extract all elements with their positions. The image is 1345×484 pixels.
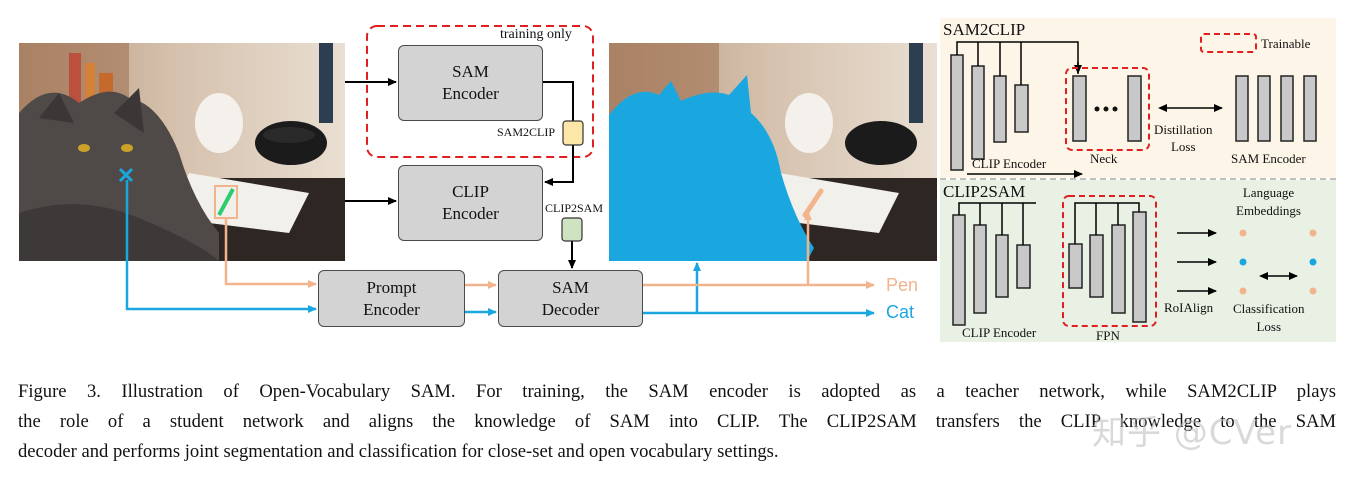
output-cat-label: Cat bbox=[886, 302, 915, 322]
figure-caption: Figure 3. Illustration of Open-Vocabular… bbox=[18, 377, 1336, 467]
trainable-legend-label: Trainable bbox=[1261, 36, 1311, 51]
output-pen-label: Pen bbox=[886, 275, 919, 295]
clip2sam-adapter-label: CLIP2SAM bbox=[545, 201, 604, 215]
input-photo bbox=[19, 43, 345, 261]
caption-line: decoder and performs joint segmentation … bbox=[18, 441, 779, 462]
sam2clip-title: SAM2CLIP bbox=[943, 20, 1026, 39]
right-panel-diagram bbox=[940, 33, 1336, 327]
training-only-label: training only bbox=[500, 27, 572, 42]
distillation-loss-label: Distillation Loss bbox=[1154, 122, 1213, 154]
pipeline-arrows bbox=[125, 25, 875, 317]
prompt-encoder-block: Prompt Encoder bbox=[318, 270, 465, 327]
language-embeddings-label: Language Embeddings bbox=[1236, 185, 1301, 218]
clip-encoder-block: CLIP Encoder bbox=[398, 165, 543, 241]
sam2clip-sam-encoder-label: SAM Encoder bbox=[1231, 151, 1306, 166]
classification-loss-label: Classification Loss bbox=[1233, 301, 1305, 334]
caption-line: Figure 3. Illustration of Open-Vocabular… bbox=[18, 381, 1336, 402]
sam2clip-clip-encoder-label: CLIP Encoder bbox=[972, 156, 1047, 171]
sam-decoder-block: SAM Decoder bbox=[498, 270, 643, 327]
caption-line: the role of a student network and aligns… bbox=[18, 411, 1336, 432]
roialign-label: RoIAlign bbox=[1164, 300, 1214, 315]
clip2sam-clip-encoder-label: CLIP Encoder bbox=[962, 325, 1037, 340]
cat-mask bbox=[609, 75, 814, 261]
sam-encoder-block: SAM Encoder bbox=[398, 45, 543, 121]
clip2sam-title: CLIP2SAM bbox=[943, 182, 1026, 201]
output-photo bbox=[609, 43, 937, 261]
neck-label: Neck bbox=[1090, 151, 1118, 166]
sam2clip-adapter-label: SAM2CLIP bbox=[497, 125, 556, 139]
fpn-label: FPN bbox=[1096, 328, 1120, 343]
watermark: 知乎 @CVer bbox=[1092, 413, 1293, 453]
